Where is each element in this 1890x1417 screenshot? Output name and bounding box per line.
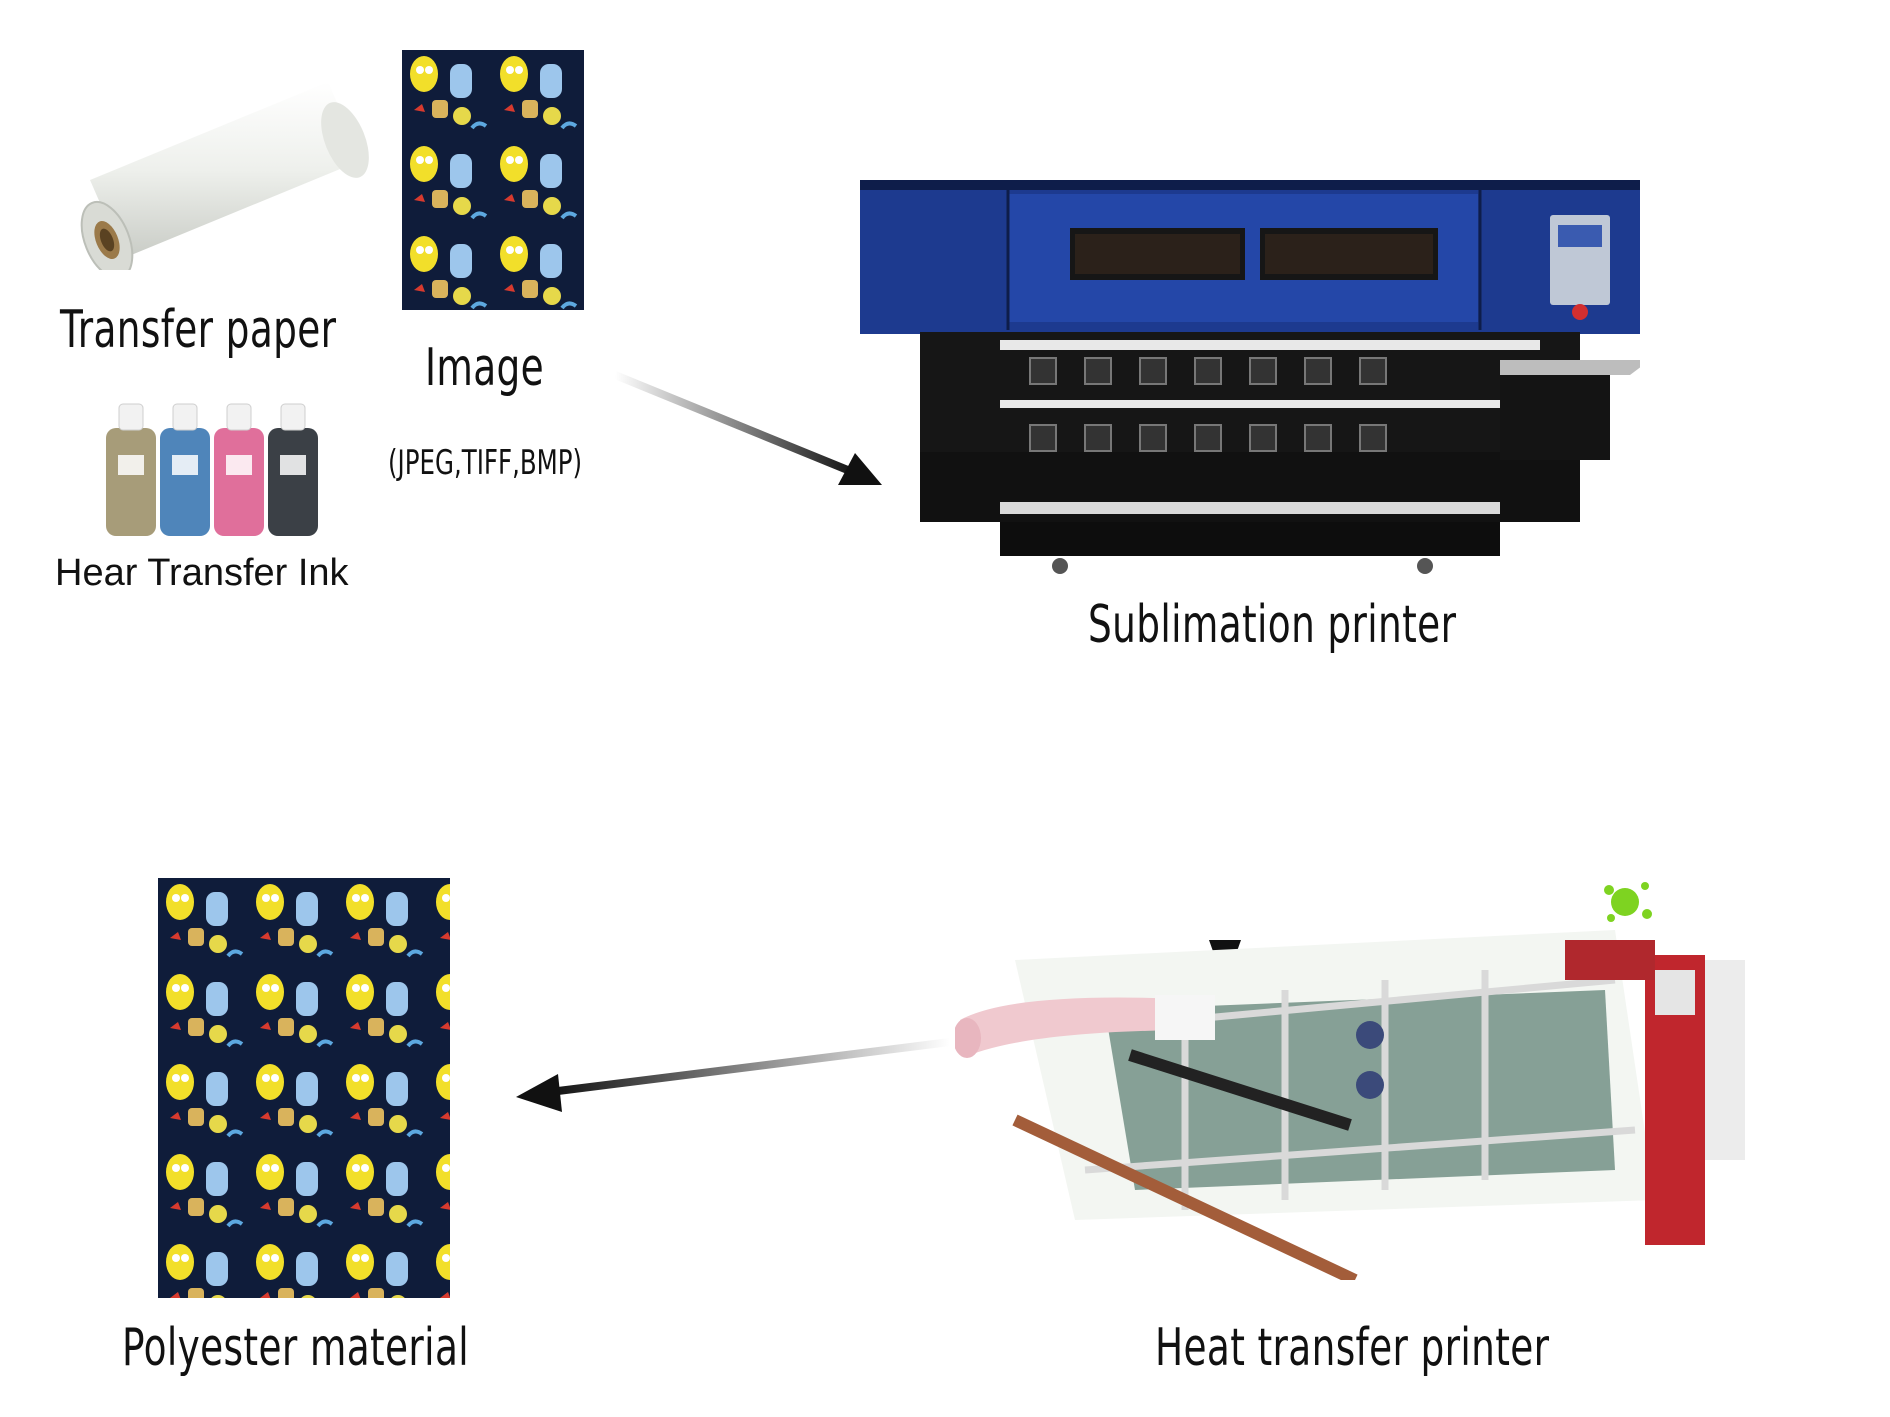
ink-bottles-image	[102, 400, 322, 540]
ink-bottle-black	[268, 403, 318, 536]
transfer-paper-roll-image	[70, 80, 370, 279]
heat-transfer-printer-label: Heat transfer printer	[1155, 1318, 1550, 1378]
transfer-paper-label: Transfer paper	[60, 300, 337, 360]
ink-bottle-yellow	[106, 403, 156, 536]
arrow-to-polyester-material	[516, 1038, 951, 1112]
ink-label: Hear Transfer Ink	[55, 552, 349, 594]
heat-transfer-printer-image	[953, 870, 1755, 1286]
image-label: Image	[425, 338, 545, 398]
sublimation-printer-image	[860, 180, 1650, 580]
polyester-material-label: Polyester material	[122, 1318, 470, 1378]
ink-bottle-magenta	[214, 403, 264, 536]
source-image-thumbnail	[402, 50, 584, 310]
polyester-material-image	[158, 878, 450, 1298]
image-formats-label: (JPEG,TIFF,BMP)	[388, 443, 583, 483]
ink-bottle-cyan	[160, 403, 210, 536]
arrow-to-sublimation-printer	[613, 371, 882, 485]
sublimation-printer-label: Sublimation printer	[1088, 595, 1457, 655]
